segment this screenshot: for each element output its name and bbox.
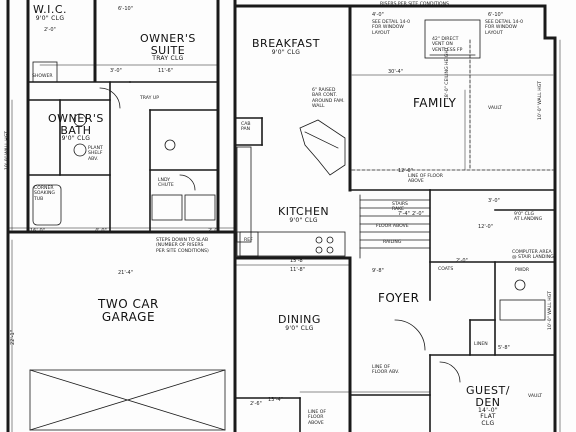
note-tray-up: TRAY UP [140, 96, 159, 101]
shower-stall [32, 61, 58, 83]
dim-label: 12'-0" [478, 224, 494, 230]
note-clg-landing: 9'0" CLG AT LANDING [514, 212, 543, 223]
note-risers: RISERS PER SITE CONDITIONS [380, 2, 449, 7]
island-bar [304, 131, 339, 149]
corner-tub [32, 184, 62, 226]
dim-label: 6'-10" [488, 12, 504, 18]
dim-label: 15'-8" [290, 258, 306, 264]
note-plant-shelf: PLANT SHELF ABV. [88, 146, 103, 162]
note-ceiling-height: 18'-0" CEILING HEIGHT [445, 47, 450, 100]
dim-label: 2'-0" [44, 27, 56, 33]
note-wall-height-right: 10'-0" WALL HGT [548, 291, 553, 330]
note-floor-above-bottom: LINE OF FLOOR ABOVE [308, 410, 326, 426]
kitchen-counter-bottom [236, 231, 346, 257]
garage-door-diag [29, 369, 226, 431]
cooktop-burner [315, 236, 323, 244]
dim-label: 5'-8" [498, 345, 510, 351]
dim-label: 11'-8" [290, 267, 306, 273]
dim-label: 21'-4" [118, 270, 134, 276]
dim-label: 7'-4" [398, 211, 410, 217]
room-dining: DINING 9'0" CLG [278, 313, 321, 332]
dim-label: 6'-10" [118, 6, 134, 12]
room-owners-bath: OWNER'S BATH 9'0" CLG [48, 112, 104, 143]
dim-label: 30'-4" [388, 69, 404, 75]
cooktop-burner [315, 246, 323, 254]
note-vault-den: VAULT [528, 394, 543, 399]
powder-vanity [499, 299, 546, 321]
fireplace [424, 19, 481, 59]
dim-label: 22'-1" [10, 329, 16, 345]
kitchen-counter-left [236, 146, 252, 243]
dim-label: 2'-6" [250, 401, 262, 407]
dim-label: 3'-0" [110, 68, 122, 74]
dim-label: 13'-4" [268, 397, 284, 403]
room-owners-suite: OWNER'S SUITE TRAY CLG [140, 32, 196, 63]
note-refrigerator: REF [244, 238, 253, 243]
den-door-swing [439, 361, 461, 383]
room-kitchen: KITCHEN 9'0" CLG [278, 205, 330, 224]
dim-label: 16'-0" [30, 228, 46, 234]
cooktop-burner [326, 236, 334, 244]
toilet [164, 139, 176, 151]
note-vault-family: VAULT [488, 106, 503, 111]
dim-label: 4'-0" [95, 228, 107, 234]
kitchen-island [299, 119, 346, 176]
note-floor-above: FLOOR ABOVE [376, 224, 409, 229]
note-line-floor-abv: LINE OF FLOOR ABV. [372, 365, 400, 376]
note-wall-height: 10'-0" WALL HGT [538, 81, 543, 120]
note-raised-bar: 6" RAISED BAR CONT. AROUND FAM. WALL [312, 88, 345, 109]
room-family: FAMILY [413, 96, 457, 110]
note-computer-area: COMPUTER AREA @ STAIR LANDING [512, 250, 554, 261]
dim-label: 2'-0" [456, 258, 468, 264]
powder-toilet [514, 279, 526, 291]
front-door-swing [394, 319, 426, 351]
note-window-left: SEE DETAIL 14-0 FOR WINDOW LAYOUT [372, 20, 411, 36]
note-window-right: SEE DETAIL 14-0 FOR WINDOW LAYOUT [485, 20, 524, 36]
dim-label: 2'-0" [208, 228, 220, 234]
room-foyer: FOYER [378, 291, 420, 305]
laundry-machine [151, 194, 183, 221]
note-railing: RAILING [383, 240, 402, 245]
dim-label: 3'-0" [488, 198, 500, 204]
note-stairs: STAIRS RAKE [392, 202, 408, 213]
note-linen: LINEN [474, 342, 488, 347]
note-shower: SHOWER [32, 74, 53, 79]
note-wall-height-left: 10'-0" WALL HGT [5, 131, 10, 170]
dimension-lines [7, 39, 561, 432]
closet-door-swing [179, 174, 196, 191]
note-coats: COATS [438, 267, 454, 272]
dim-label: 9'-8" [372, 268, 384, 274]
room-guest-den: GUEST/ DEN 14'-0" FLAT CLG [466, 384, 510, 427]
note-fireplace-vent: 42" DIRECT VENT ON VENTLESS FP [432, 37, 463, 53]
room-garage: TWO CAR GARAGE [98, 297, 159, 324]
laundry-machine [184, 194, 216, 221]
bath-sink [73, 113, 87, 127]
dim-label: 12'-0" [398, 168, 414, 174]
room-breakfast: BREAKFAST 9'0" CLG [252, 37, 320, 56]
garage-door [29, 369, 226, 431]
stair-treads [359, 199, 431, 249]
note-powder: PWDR [515, 268, 530, 273]
cooktop-burner [326, 246, 334, 254]
note-cab-pan: CAB PAN [241, 122, 251, 133]
note-line-floor-above: LINE OF FLOOR ABOVE [408, 174, 443, 185]
note-steps-down: STEPS DOWN TO SLAB (NUMBER OF RISERS PER… [156, 238, 209, 254]
note-corner-tub: CORNER SOAKING TUB [34, 186, 55, 202]
room-wic: W.I.C. 9'0" CLG [33, 3, 68, 22]
dim-label: 4'-0" [372, 12, 384, 18]
note-laundry-chute: LNDY CHUTE [158, 178, 174, 189]
dim-label: 2'-0" [412, 211, 424, 217]
dim-label: 11'-6" [158, 68, 174, 74]
refrigerator [239, 231, 259, 257]
door-swing [99, 87, 121, 109]
bath-sink [73, 143, 87, 157]
